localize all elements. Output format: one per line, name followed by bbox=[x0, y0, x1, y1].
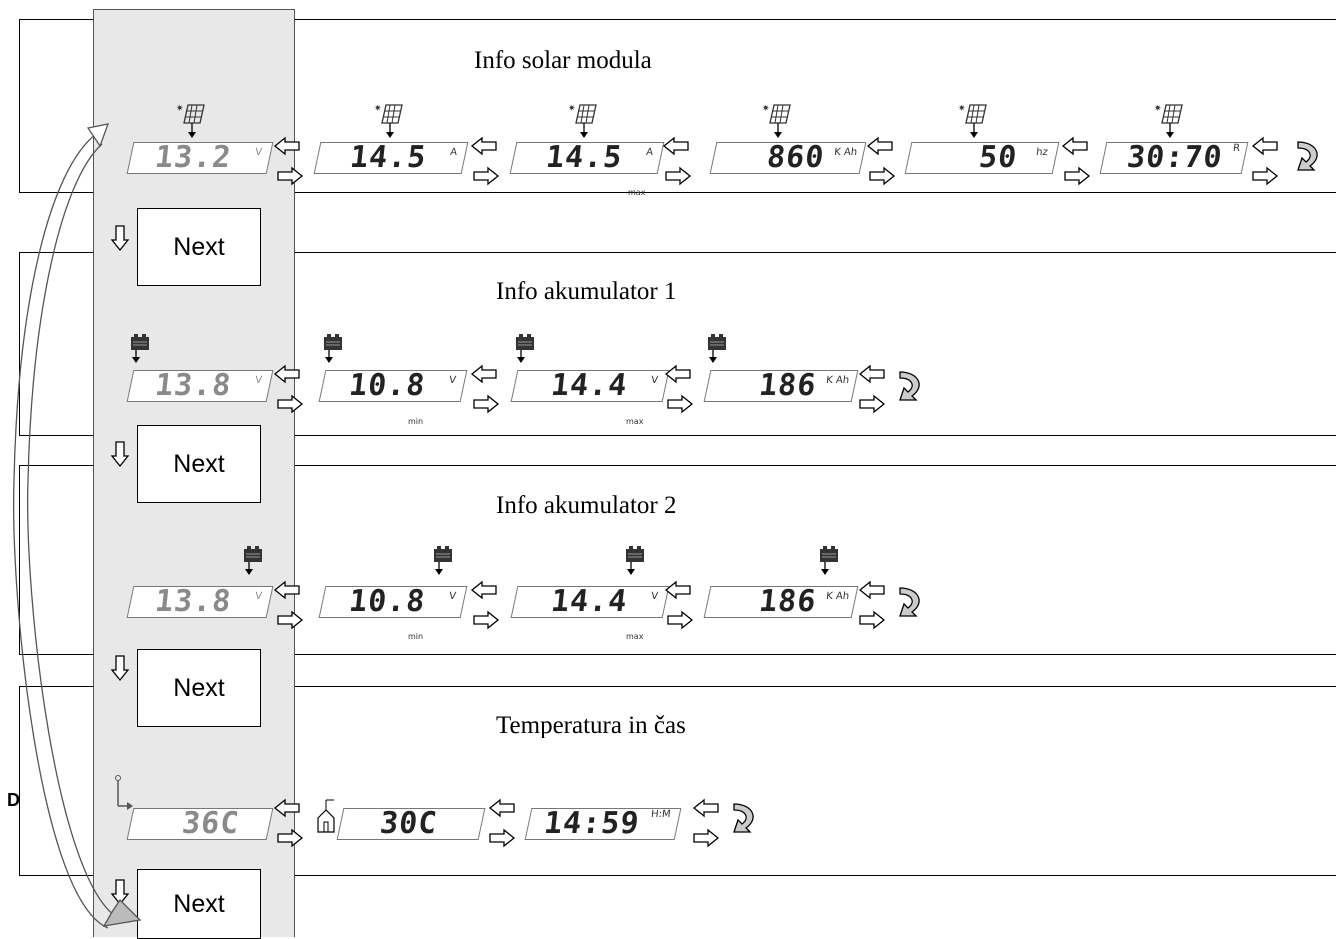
arrow-pair bbox=[665, 365, 693, 413]
arrow-pair bbox=[274, 365, 303, 413]
lcd-sub-label: max bbox=[626, 632, 644, 641]
arrow-pair bbox=[274, 137, 303, 185]
arrow-pair bbox=[867, 137, 895, 185]
return-loop-arrow bbox=[13, 123, 142, 929]
arrow-pair bbox=[693, 799, 719, 847]
lcd-sub-label: max bbox=[628, 188, 646, 197]
battery-2-icon bbox=[433, 545, 453, 576]
section-solar-panel bbox=[19, 19, 1336, 193]
edge-mark: D bbox=[7, 790, 20, 810]
section-acc1-panel bbox=[19, 252, 1336, 436]
battery-2-icon bbox=[625, 545, 645, 576]
arrow-pair bbox=[471, 365, 499, 413]
loop-arrow-icon bbox=[899, 587, 920, 617]
next-button[interactable]: Next bbox=[137, 869, 261, 939]
section-temp-panel bbox=[19, 686, 1336, 876]
lcd-sub-label: max bbox=[626, 417, 644, 426]
arrow-pair bbox=[471, 137, 499, 185]
down-arrow-icon bbox=[111, 225, 129, 251]
solar-panel-icon bbox=[567, 103, 597, 139]
loop-arrow-icon bbox=[899, 371, 920, 401]
solar-panel-icon bbox=[175, 103, 205, 139]
arrow-pair bbox=[859, 581, 885, 629]
battery-1-icon bbox=[515, 333, 535, 364]
solar-panel-icon bbox=[373, 103, 403, 139]
section-title-acc1: Info akumulator 1 bbox=[496, 278, 677, 305]
loop-arrow-icon bbox=[733, 803, 754, 833]
battery-1-icon bbox=[707, 333, 727, 364]
down-arrow-icon bbox=[111, 655, 129, 681]
house-icon bbox=[317, 799, 335, 833]
lcd-sub-label: min bbox=[408, 632, 424, 641]
thermometer-icon bbox=[115, 775, 133, 810]
next-button[interactable]: Next bbox=[137, 425, 261, 503]
next-button[interactable]: Next bbox=[137, 649, 261, 727]
battery-1-icon bbox=[323, 333, 343, 364]
arrow-pair bbox=[663, 137, 691, 185]
battery-2-icon bbox=[819, 545, 839, 576]
lcd-sub-label: min bbox=[408, 417, 424, 426]
arrow-pair bbox=[274, 799, 303, 847]
arrow-pair bbox=[1062, 137, 1090, 185]
section-title-solar: Info solar modula bbox=[474, 47, 652, 74]
section-title-temp: Temperatura in čas bbox=[496, 712, 686, 738]
down-arrow-icon bbox=[111, 441, 129, 467]
next-button[interactable]: Next bbox=[137, 208, 261, 286]
section-title-acc2: Info akumulator 2 bbox=[496, 492, 677, 519]
arrow-pair bbox=[665, 581, 693, 629]
arrow-pair bbox=[274, 581, 303, 629]
battery-1-icon bbox=[130, 333, 150, 364]
solar-panel-icon bbox=[761, 103, 791, 139]
arrow-pair bbox=[1252, 137, 1278, 185]
arrow-pair bbox=[489, 799, 515, 847]
arrow-pair bbox=[859, 365, 885, 413]
section-acc2-panel bbox=[19, 465, 1336, 655]
loop-arrow-icon bbox=[1297, 141, 1318, 171]
solar-panel-icon bbox=[1153, 103, 1183, 139]
battery-2-icon bbox=[243, 545, 263, 576]
arrow-pair bbox=[471, 581, 499, 629]
solar-panel-icon bbox=[957, 103, 987, 139]
